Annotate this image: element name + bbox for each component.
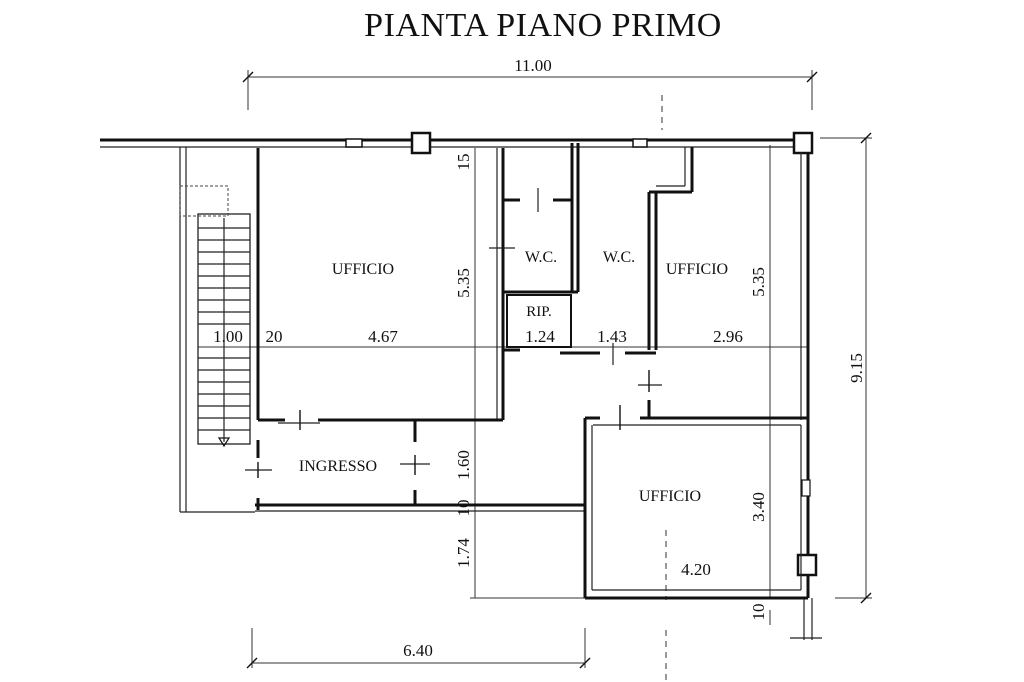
dim-total-width: 11.00 (514, 56, 552, 75)
dim-rip-width: 1.24 (525, 327, 555, 346)
dim-office-right-width: 2.96 (713, 327, 743, 346)
dim-wall-15: 15 (454, 154, 473, 171)
room-labels: UFFICIO W.C. W.C. UFFICIO RIP. INGRESSO … (299, 249, 728, 505)
dim-office-bottom-depth: 3.40 (749, 492, 768, 522)
dim-office-bottom-width: 4.20 (681, 560, 711, 579)
dim-wall-20: 20 (266, 327, 283, 346)
dim-wall-10-left: 10 (454, 500, 473, 517)
room-label-office-right: UFFICIO (666, 261, 728, 278)
plan-title: PIANTA PIANO PRIMO (364, 7, 722, 44)
dim-office-left-depth: 5.35 (454, 268, 473, 298)
room-label-wc-1: W.C. (525, 249, 557, 266)
dim-lower-depth: 1.74 (454, 538, 473, 568)
dimension-lines (198, 70, 872, 682)
dim-wc-width: 1.43 (597, 327, 627, 346)
walls (100, 131, 822, 640)
dim-office-right-depth: 5.35 (749, 267, 768, 297)
room-label-storage: RIP. (526, 304, 551, 320)
dim-wall-10-right: 10 (749, 604, 768, 621)
dim-office-left-width: 4.67 (368, 327, 398, 346)
dim-total-height: 9.15 (847, 353, 866, 383)
room-label-wc-2: W.C. (603, 249, 635, 266)
staircase (179, 185, 251, 448)
room-label-office-bottom: UFFICIO (639, 488, 701, 505)
dim-stair-width: 1.00 (213, 327, 243, 346)
room-label-office-left: UFFICIO (332, 261, 394, 278)
dim-entrance-depth: 1.60 (454, 450, 473, 480)
room-label-entrance: INGRESSO (299, 458, 377, 475)
dim-bottom-width: 6.40 (403, 641, 433, 660)
dimension-labels: 11.00 9.15 1.00 20 4.67 1.24 1.43 2.96 1… (213, 56, 866, 660)
